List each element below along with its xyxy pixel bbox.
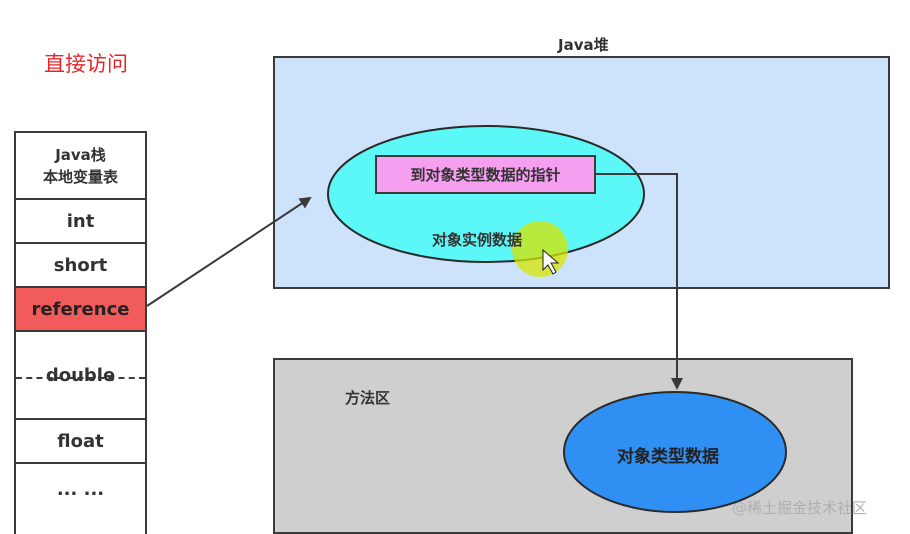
pointer-to-type-arrow (596, 173, 683, 390)
method-area-label: 方法区 (345, 389, 391, 407)
watermark: @稀土掘金技术社区 (732, 499, 868, 517)
mouse-cursor-icon (542, 248, 560, 275)
java-stack: Java栈 本地变量表 int short reference double f… (14, 131, 147, 534)
object-type-label: 对象类型数据 (617, 447, 719, 467)
stack-slot-int: int (16, 200, 145, 244)
stack-slot-float: float (16, 420, 145, 464)
stack-slot-double: double (16, 332, 145, 420)
java-heap-label: Java堆 (558, 36, 609, 54)
stack-header-subtitle: 本地变量表 (42, 167, 118, 186)
stack-slot-more: ... ... (56, 478, 105, 500)
type-pointer-box: 到对象类型数据的指针 (375, 155, 596, 194)
page-title: 直接访问 (44, 52, 128, 76)
reference-to-instance-arrow (146, 196, 312, 307)
object-instance-label: 对象实例数据 (432, 231, 523, 249)
stack-header-title: Java栈 (55, 145, 106, 164)
stack-slot-double-label: double (45, 364, 116, 386)
stack-slot-short: short (16, 244, 145, 288)
object-type-ellipse (563, 391, 787, 513)
stack-header: Java栈 本地变量表 (16, 133, 145, 200)
stack-slot-reference: reference (16, 288, 145, 332)
double-divider-dashed (16, 377, 145, 379)
